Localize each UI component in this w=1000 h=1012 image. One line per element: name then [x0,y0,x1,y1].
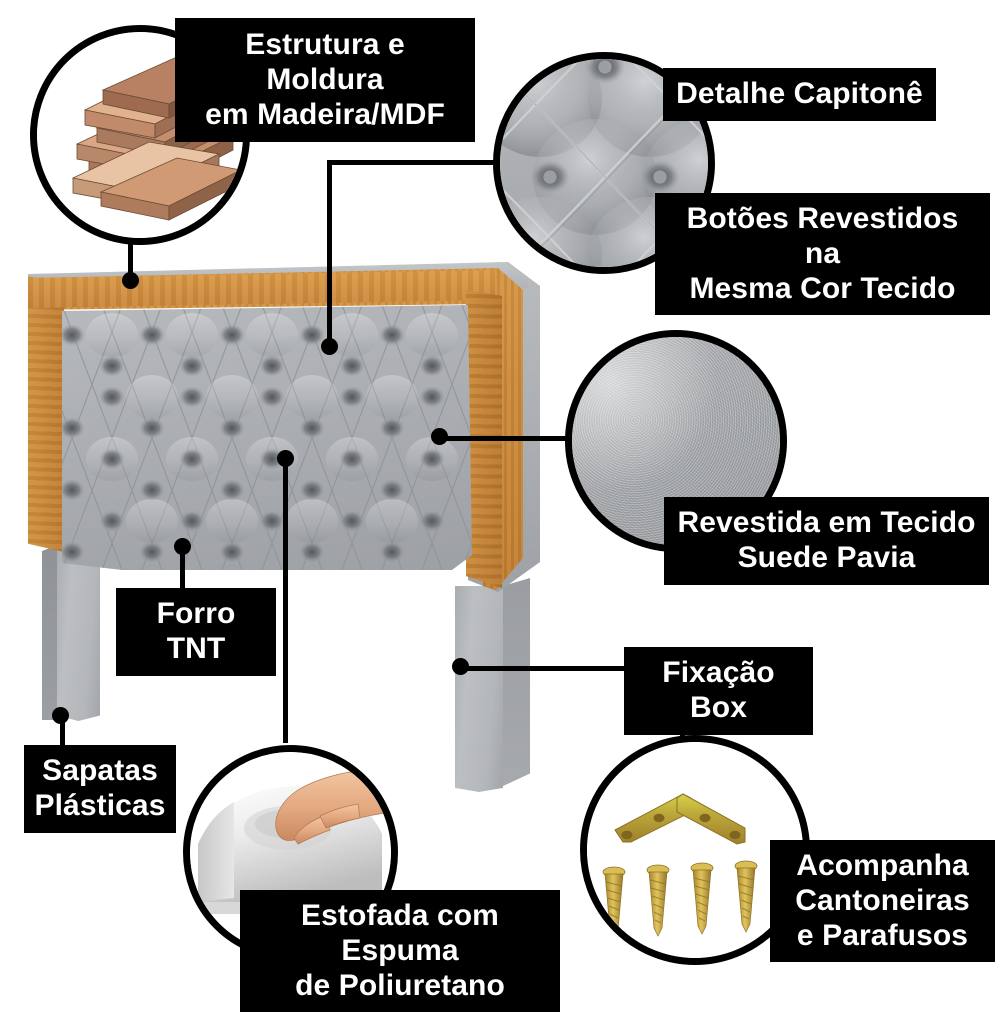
leader-dot-capitone [321,338,338,355]
leader-line-sapatas [60,715,65,755]
leader-line-tecido [437,436,572,441]
leader-dot-tecido [431,428,448,445]
label-botoes-revestidos: Botões Revestidos na Mesma Cor Tecido [655,193,990,316]
tufting-buttons [62,324,445,563]
leader-dot-fixacao [452,658,469,675]
headboard-right-leg [455,586,503,792]
label-acompanha-cantoneiras: Acompanha Cantoneiras e Parafusos [770,840,995,963]
headboard-left-leg [57,539,100,721]
label-detalhe-capitone: Detalhe Capitonê [663,68,936,121]
leader-line-espuma [283,458,288,743]
headboard-tufted-panel [62,305,472,570]
leader-line-capitone-h [327,160,497,165]
label-sapatas-plasticas: Sapatas Plásticas [24,745,176,833]
label-revestida-tecido: Revestida em Tecido Suede Pavia [664,497,989,585]
bracket-and-screws-icon [587,742,803,958]
leader-dot-estrutura [122,272,139,289]
headboard-right-leg-side [503,578,530,786]
leader-dot-sapatas [52,707,69,724]
detail-circle-hardware [580,735,810,965]
label-forro-tnt: Forro TNT [116,588,276,676]
label-estofada-espuma: Estofada com Espuma de Poliuretano [240,890,560,1012]
label-estrutura-moldura: Estrutura e Moldura em Madeira/MDF [175,18,475,143]
screws [602,860,758,939]
leader-line-fixacao [460,666,630,671]
leader-line-capitone-v [327,160,332,345]
leader-line-forro [180,545,185,590]
leader-line-estrutura [128,242,133,284]
label-fixacao-box: Fixação Box [624,647,813,735]
headboard-left-leg-side [42,545,58,720]
tufting-pattern [62,305,472,570]
headboard-wood-frame-left-rail [28,276,64,552]
corner-bracket [614,793,746,845]
leader-dot-forro [174,538,191,555]
leader-dot-espuma [277,450,294,467]
